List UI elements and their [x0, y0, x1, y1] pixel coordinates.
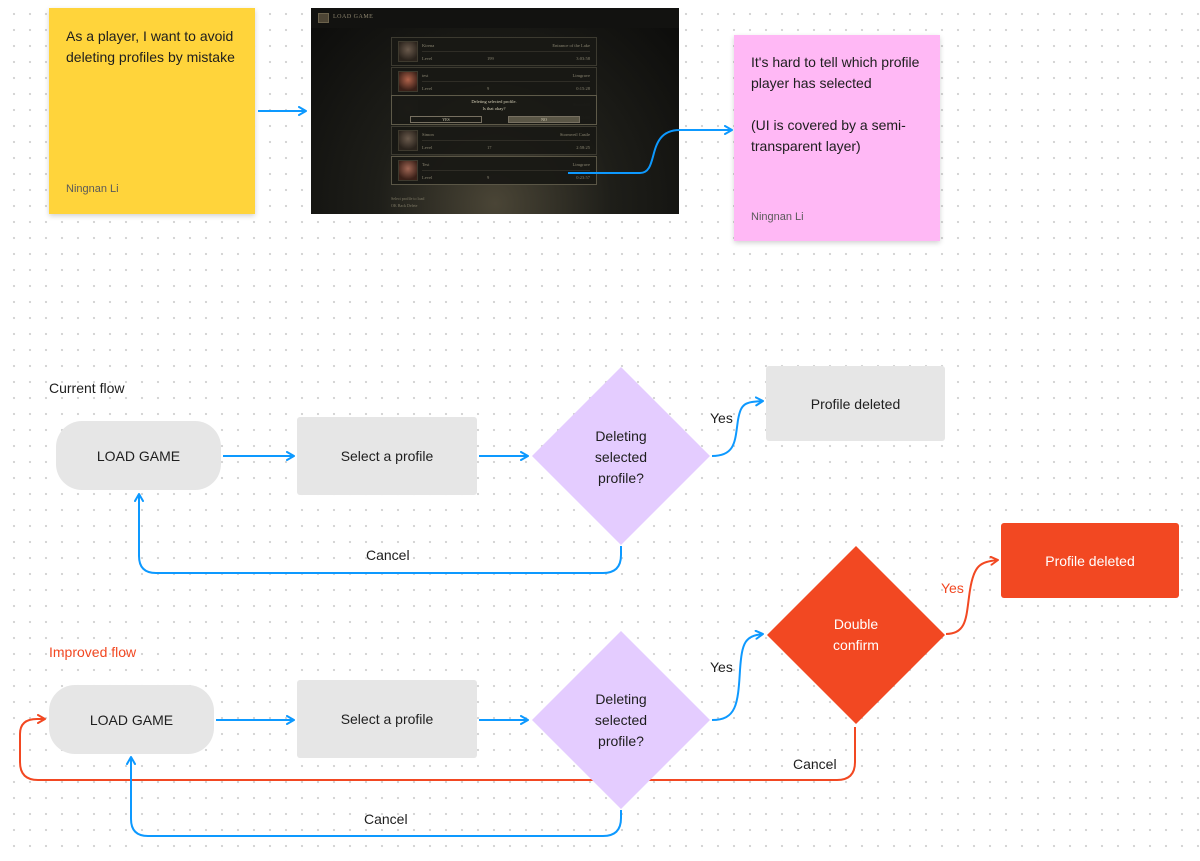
delete-decision-diamond[interactable] — [530, 365, 712, 547]
screenshot-title-bar: LOAD GAME — [311, 8, 679, 28]
slot-divider — [422, 140, 590, 141]
slot-name: Kirena — [422, 43, 435, 48]
select-profile-node[interactable]: Select a profile — [297, 417, 477, 495]
slot-time: 0:15:28 — [576, 86, 590, 91]
screenshot-controls: OK Back Delete — [391, 203, 418, 208]
slot-divider — [422, 51, 590, 52]
slot-level: 199 — [487, 56, 494, 61]
slot-divider — [422, 81, 590, 82]
profile-deleted-node[interactable]: Profile deleted — [766, 366, 945, 441]
load-game-node[interactable]: LOAD GAME — [56, 421, 221, 490]
character-portrait — [398, 41, 418, 62]
delete-decision-label: Deleting selected profile? — [560, 688, 682, 752]
note-author: Ningnan Li — [751, 211, 804, 223]
cancel-label: Cancel — [364, 811, 408, 827]
decision-text-line: Deleting — [595, 427, 647, 444]
confirm-text-line: confirm — [833, 637, 879, 653]
slot-time: 3:03:58 — [576, 56, 590, 61]
slot-time: 0:23:57 — [576, 175, 590, 180]
load-game-screenshot[interactable]: LOAD GAME Kirena Entrance of the Lake Le… — [311, 8, 679, 214]
slot-name: test — [422, 73, 429, 78]
decision-text-line: Deleting — [595, 690, 647, 707]
current-flow-heading: Current flow — [49, 380, 125, 396]
slot-location: Entrance of the Lake — [552, 43, 590, 48]
connector-arrow — [711, 396, 764, 457]
decision-text-line: profile? — [598, 469, 644, 486]
double-confirm-label: Double confirm — [800, 614, 912, 656]
note-author: Ningnan Li — [66, 183, 119, 195]
slot-level-label: Level — [422, 86, 433, 91]
dialog-question-2: Is that okay? — [482, 106, 506, 111]
dialog-question: Deleting selected profile. — [471, 99, 517, 104]
slot-level-label: Level — [422, 145, 433, 150]
slot-level: 17 — [487, 145, 492, 150]
load-game-node[interactable]: LOAD GAME — [49, 685, 214, 754]
decision-text-line: selected — [594, 711, 648, 728]
slot-location: Limgrave — [572, 162, 591, 167]
issue-detail-text: (UI is covered by a semi-transparent lay… — [751, 117, 906, 154]
save-slot: Test Limgrave Level 9 0:23:57 — [391, 156, 597, 185]
connector-arrow — [945, 555, 999, 635]
connector-arrow — [19, 714, 856, 781]
screenshot-title: LOAD GAME — [333, 14, 374, 20]
connector-arrow — [134, 493, 622, 574]
game-crest-icon — [318, 13, 329, 23]
slot-location: Limgrave — [572, 73, 591, 78]
slot-level-label: Level — [422, 56, 433, 61]
save-slot: Kirena Entrance of the Lake Level 199 3:… — [391, 37, 597, 66]
save-slot: Simon Stormveil Castle Level 17 2:58:25 — [391, 126, 597, 155]
cancel-label: Cancel — [366, 547, 410, 563]
confirm-text-line: Double — [833, 616, 879, 632]
dialog-no-button[interactable]: NO — [508, 116, 580, 123]
improved-flow-heading: Improved flow — [49, 644, 137, 660]
delete-decision-diamond[interactable] — [530, 629, 712, 811]
issue-text: It's hard to tell which profile player h… — [751, 54, 920, 91]
decision-text-line: selected — [594, 448, 648, 465]
slot-level: 9 — [487, 175, 490, 180]
slot-level: 9 — [487, 86, 490, 91]
yes-label: Yes — [710, 659, 733, 675]
slot-divider — [422, 170, 590, 171]
profile-deleted-node[interactable]: Profile deleted — [1001, 523, 1179, 598]
select-profile-node[interactable]: Select a profile — [297, 680, 477, 758]
connector-arrow — [568, 125, 733, 174]
character-portrait — [398, 71, 418, 92]
double-confirm-diamond[interactable] — [765, 544, 947, 726]
slot-time: 2:58:25 — [576, 145, 590, 150]
dialog-yes-button[interactable]: YES — [410, 116, 482, 123]
decision-text-line: profile? — [598, 732, 644, 749]
user-story-sticky-note[interactable]: As a player, I want to avoid deleting pr… — [49, 8, 255, 214]
screenshot-footer: Select profile to load — [391, 196, 425, 201]
character-portrait — [398, 160, 418, 181]
user-story-text: As a player, I want to avoid deleting pr… — [66, 28, 235, 65]
connector-arrow — [126, 756, 622, 837]
delete-confirm-dialog: Deleting selected profile. Is that okay?… — [391, 95, 597, 125]
slot-location: Stormveil Castle — [559, 132, 590, 137]
slot-name: Simon — [422, 132, 434, 137]
yes-label: Yes — [710, 410, 733, 426]
issue-sticky-note[interactable]: It's hard to tell which profile player h… — [734, 35, 940, 241]
connector-arrow — [711, 629, 764, 721]
character-portrait — [398, 130, 418, 151]
yes-label: Yes — [941, 580, 964, 596]
slot-name: Test — [422, 162, 430, 167]
delete-decision-label: Deleting selected profile? — [560, 425, 682, 489]
cancel-label: Cancel — [793, 756, 837, 772]
slot-level-label: Level — [422, 175, 433, 180]
